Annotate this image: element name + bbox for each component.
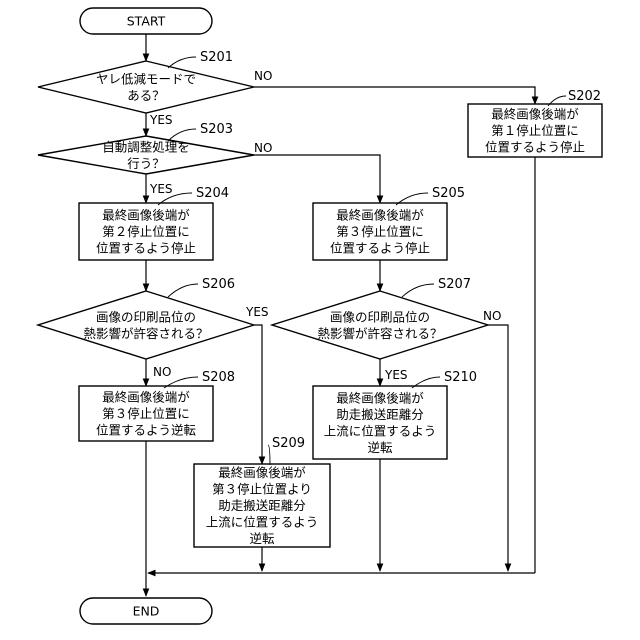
start-label: START	[127, 14, 166, 29]
decision-s203: 自動調整処理を行う？	[38, 136, 254, 174]
s210-text-line: 助走搬送距離分	[336, 407, 424, 422]
branch-label-s207-yes: YES	[384, 368, 408, 382]
branch-label-s207-no: NO	[483, 309, 501, 323]
branch-label-s201-no: NO	[254, 69, 272, 83]
edge-s207-no	[488, 325, 508, 571]
step-label-s207: S207	[438, 277, 471, 292]
s207-text-line: 画像の印刷品位の	[330, 309, 430, 324]
process-s205: 最終画像後端が第３停止位置に位置するよう停止	[313, 203, 447, 260]
decision-s206: 画像の印刷品位の熱影響が許容される？	[38, 291, 254, 359]
s201-text-line: ヤレ低減モードで	[96, 71, 196, 86]
process-s208-text: 最終画像後端が第３停止位置に位置するよう逆転	[96, 390, 197, 438]
s208-text-line: 位置するよう逆転	[96, 423, 197, 438]
s210-text-line: 上流に位置するよう	[324, 423, 437, 438]
s204-text-line: 第２停止位置に	[102, 224, 190, 239]
step-label-s206: S206	[202, 277, 235, 292]
s203-text-line: 自動調整処理を	[102, 139, 190, 154]
decision-s207-text: 画像の印刷品位の熱影響が許容される？	[317, 309, 442, 341]
end-text-line: END	[133, 604, 160, 619]
s205-text-line: 最終画像後端が	[336, 208, 424, 223]
branch-label-s206-yes: YES	[245, 305, 269, 319]
s202-text-line: 第１停止位置に	[491, 123, 579, 138]
s207-text-line: 熱影響が許容される？	[317, 326, 442, 341]
edge-s203-no	[254, 155, 380, 203]
s205-text-line: 第３停止位置に	[336, 224, 424, 239]
end-terminal: END	[80, 598, 212, 624]
s210-text-line: 最終画像後端が	[336, 390, 424, 405]
step-label-s204: S204	[196, 186, 229, 201]
process-s202: 最終画像後端が第１停止位置に位置するよう停止	[468, 104, 602, 157]
process-s209: 最終画像後端が第３停止位置より助走搬送距離分上流に位置するよう逆転	[194, 464, 330, 547]
process-s202-text: 最終画像後端が第１停止位置に位置するよう停止	[485, 107, 585, 155]
process-s204: 最終画像後端が第２停止位置に位置するよう停止	[79, 203, 213, 260]
s201-text-line: ある？	[127, 88, 165, 103]
s203-text-line: 行う？	[127, 156, 165, 171]
process-s208: 最終画像後端が第３停止位置に位置するよう逆転	[79, 386, 213, 441]
decision-s201: ヤレ低減モードである？	[38, 61, 254, 113]
s209-text-line: 第３停止位置より	[212, 482, 312, 497]
step-label-s201: S201	[200, 50, 233, 65]
decision-s206-text: 画像の印刷品位の熱影響が許容される？	[83, 309, 208, 341]
decision-s207: 画像の印刷品位の熱影響が許容される？	[272, 291, 488, 359]
branch-label-s201-yes: YES	[149, 113, 173, 127]
s202-text-line: 最終画像後端が	[491, 107, 579, 122]
step-label-s202: S202	[568, 89, 601, 104]
edge-s206-yes	[254, 325, 262, 464]
step-label-s205: S205	[432, 186, 465, 201]
end-label: END	[133, 604, 160, 619]
s208-text-line: 第３停止位置に	[102, 406, 190, 421]
process-s205-text: 最終画像後端が第３停止位置に位置するよう停止	[330, 208, 430, 256]
s209-text-line: 助走搬送距離分	[218, 498, 306, 513]
s206-text-line: 熱影響が許容される？	[83, 326, 208, 341]
branch-label-s203-no: NO	[254, 141, 272, 155]
start-terminal: START	[80, 8, 212, 34]
process-s210: 最終画像後端が助走搬送距離分上流に位置するよう逆転	[313, 386, 447, 459]
edge-s201-no	[254, 87, 535, 104]
branch-label-s206-no: NO	[153, 365, 171, 379]
process-s204-text: 最終画像後端が第２停止位置に位置するよう停止	[96, 208, 196, 256]
step-label-s203: S203	[200, 122, 233, 137]
s204-text-line: 位置するよう停止	[96, 241, 196, 256]
step-label-s210: S210	[444, 370, 477, 385]
s204-text-line: 最終画像後端が	[102, 208, 190, 223]
s208-text-line: 最終画像後端が	[102, 390, 190, 405]
s205-text-line: 位置するよう停止	[330, 241, 430, 256]
s202-text-line: 位置するよう停止	[485, 140, 585, 155]
branch-label-s203-yes: YES	[149, 182, 173, 196]
s209-text-line: 最終画像後端が	[218, 465, 306, 480]
step-label-s209: S209	[272, 436, 305, 451]
s209-text-line: 逆転	[249, 531, 275, 546]
start-text-line: START	[127, 14, 166, 29]
s210-text-line: 逆転	[367, 440, 393, 455]
s209-text-line: 上流に位置するよう	[206, 515, 319, 530]
step-label-s208: S208	[202, 370, 235, 385]
s206-text-line: 画像の印刷品位の	[96, 309, 196, 324]
